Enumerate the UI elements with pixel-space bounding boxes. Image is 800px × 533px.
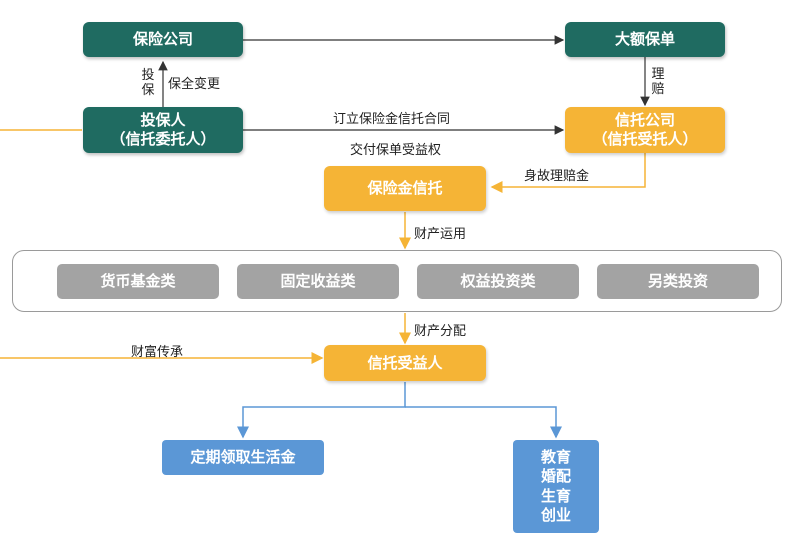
claim-char-2: 赔 <box>651 82 665 97</box>
asset-money-fund: 货币基金类 <box>57 264 219 299</box>
line-beneficiary-to-education <box>405 406 562 439</box>
education-node: 教育 婚配 生育 创业 <box>513 440 599 533</box>
deliver-right-label: 交付保单受益权 <box>350 143 442 158</box>
education-label: 教育 <box>540 447 571 466</box>
preserve-change-label: 保全变更 <box>168 77 221 92</box>
living-allowance-label: 定期领取生活金 <box>190 448 296 467</box>
line-beneficiary-to-living <box>237 382 406 439</box>
insure-char-2: 保 <box>141 83 155 98</box>
insurance-trust-label: 保险金信托 <box>367 179 443 198</box>
beneficiary-label: 信托受益人 <box>367 353 443 372</box>
asset-money-fund-label: 货币基金类 <box>100 272 176 291</box>
policyholder-label: 投保人 <box>140 111 186 130</box>
trust-company-sublabel: （信托受托人） <box>592 130 698 148</box>
claim-label: 理 赔 <box>651 67 665 97</box>
policyholder-node: 投保人 （信托委托人） <box>83 107 243 153</box>
marriage-label: 婚配 <box>540 467 571 485</box>
policyholder-sublabel: （信托委托人） <box>110 130 216 148</box>
trust-company-label: 信托公司 <box>614 111 675 130</box>
asset-use-label: 财产运用 <box>414 227 467 242</box>
asset-alternative-label: 另类投资 <box>647 272 708 291</box>
trust-company-node: 信托公司 （信托受托人） <box>565 107 725 153</box>
insurance-trust-node: 保险金信托 <box>324 166 486 211</box>
asset-distribution-label: 财产分配 <box>414 324 467 339</box>
asset-alternative: 另类投资 <box>597 264 759 299</box>
startup-label: 创业 <box>540 506 571 524</box>
asset-allocation-panel <box>12 250 782 312</box>
line-trustco-to-trust <box>490 152 646 193</box>
childbirth-label: 生育 <box>540 486 571 505</box>
asset-equity-label: 权益投资类 <box>460 272 536 291</box>
death-claim-label: 身故理赔金 <box>524 169 590 184</box>
wealth-inheritance-label: 财富传承 <box>131 345 184 360</box>
asset-fixed-income-label: 固定收益类 <box>280 272 356 291</box>
insure-label: 投 保 <box>141 68 155 98</box>
living-allowance-node: 定期领取生活金 <box>162 440 324 475</box>
insure-char-1: 投 <box>141 68 155 83</box>
large-policy-node: 大额保单 <box>565 22 725 57</box>
asset-fixed-income: 固定收益类 <box>237 264 399 299</box>
insurance-company-label: 保险公司 <box>132 30 193 49</box>
asset-equity: 权益投资类 <box>417 264 579 299</box>
beneficiary-node: 信托受益人 <box>324 345 486 381</box>
insurance-company-node: 保险公司 <box>83 22 243 57</box>
sign-contract-label: 订立保险金信托合同 <box>333 112 451 127</box>
claim-char-1: 理 <box>651 67 665 82</box>
large-policy-label: 大额保单 <box>614 30 675 49</box>
